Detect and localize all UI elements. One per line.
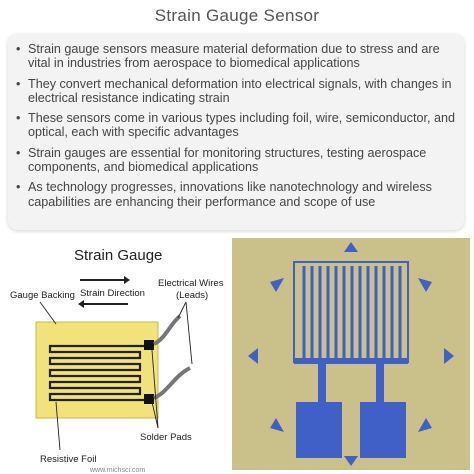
gauge-backing-label: Gauge Backing [10, 290, 75, 301]
resistive-foil-label: Resistive Foil [40, 454, 97, 465]
lead-wire-bottom [153, 366, 191, 400]
pad-right [360, 402, 406, 458]
solder-pads-label: Solder Pads [140, 432, 192, 443]
source-label: www.michsci.com [89, 467, 145, 474]
foil-grid [302, 266, 402, 358]
strain-gauge-photo [232, 238, 470, 470]
electrical-wires-label: Electrical Wires [158, 278, 224, 289]
pointer-lines [39, 301, 193, 451]
solder-pad-bottom [144, 394, 154, 404]
resistive-foil [48, 344, 146, 402]
bullet-item: They convert mechanical deformation into… [14, 77, 460, 106]
strain-direction-arrows [78, 276, 130, 308]
solder-pad-top [144, 340, 154, 350]
leads-label: (Leads) [176, 290, 208, 301]
tab-right [376, 364, 384, 404]
bullet-item: These sensors come in various types incl… [14, 111, 460, 140]
bullet-item: Strain gauges are essential for monitori… [14, 146, 460, 175]
tab-left [318, 364, 326, 404]
page-title: Strain Gauge Sensor [154, 6, 320, 25]
bullet-item: Strain gauge sensors measure material de… [14, 42, 460, 71]
bullet-item: As technology progresses, innovations li… [14, 180, 460, 209]
strain-direction-label: Strain Direction [80, 288, 145, 299]
diagram-heading: Strain Gauge [74, 247, 162, 264]
strain-gauge-diagram: Strain Gauge Strain Direction Gauge Back… [10, 247, 224, 474]
grid-base [294, 358, 408, 364]
direction-triangles [248, 242, 454, 466]
pad-left [296, 402, 342, 458]
lead-wire-top [152, 314, 182, 346]
bullet-list: Strain gauge sensors measure material de… [14, 42, 460, 215]
